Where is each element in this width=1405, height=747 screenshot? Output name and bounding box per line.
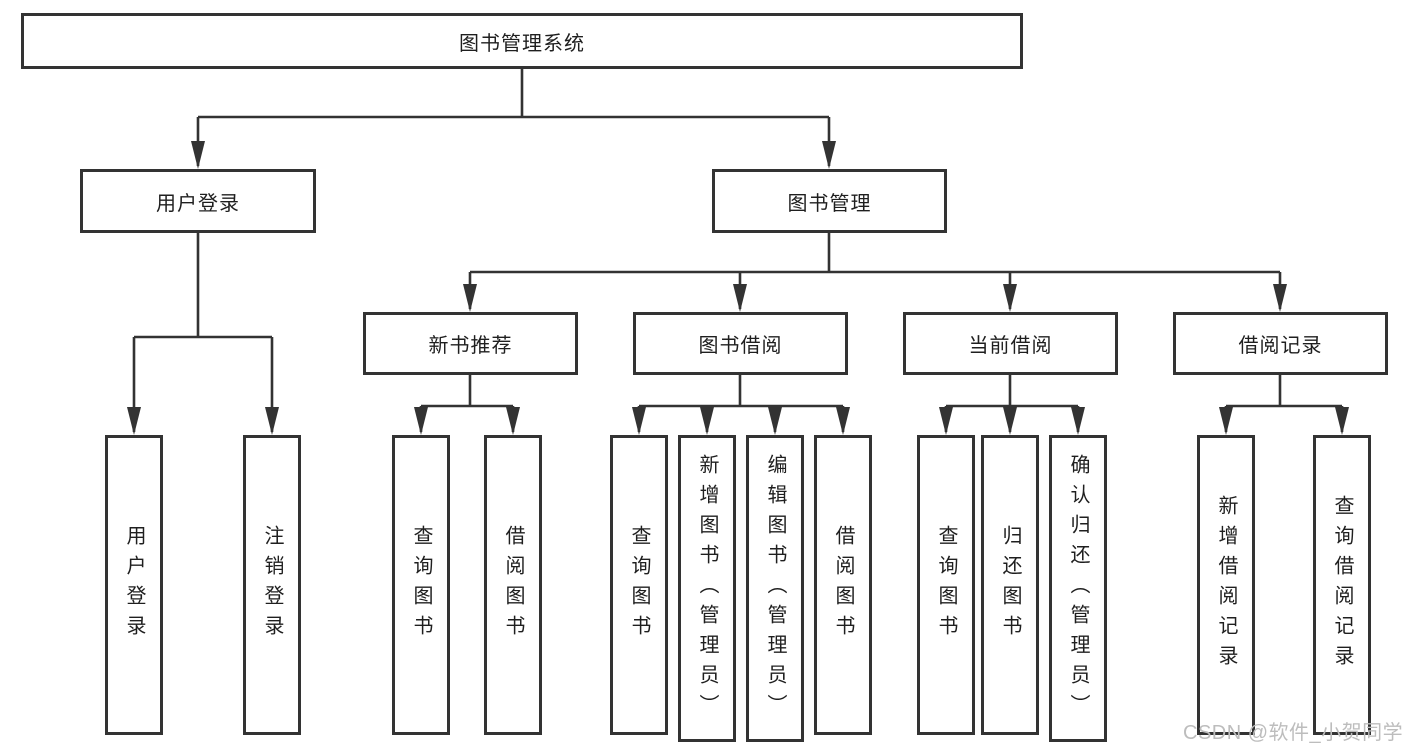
node-current-borrowing: 当前借阅 bbox=[903, 312, 1118, 375]
node-label: 查询图书 bbox=[628, 525, 650, 645]
arrowhead-icon bbox=[1003, 284, 1017, 312]
node-label: 查询借阅记录 bbox=[1331, 495, 1353, 675]
node-leaf-borrow-books-2: 借阅图书 bbox=[814, 435, 872, 735]
arrowhead-icon bbox=[127, 407, 141, 435]
arrowhead-icon bbox=[822, 141, 836, 169]
node-user-login: 用户登录 bbox=[80, 169, 316, 233]
arrowhead-icon bbox=[414, 407, 428, 435]
node-book-management: 图书管理 bbox=[712, 169, 947, 233]
arrowhead-icon bbox=[700, 407, 714, 435]
arrowhead-icon bbox=[463, 284, 477, 312]
node-label: 注销登录 bbox=[261, 525, 283, 645]
node-label: 编辑图书（管理员） bbox=[764, 453, 786, 724]
arrowhead-icon bbox=[939, 407, 953, 435]
node-borrowing-records: 借阅记录 bbox=[1173, 312, 1388, 375]
node-label: 新书推荐 bbox=[428, 335, 513, 357]
node-label: 归还图书 bbox=[999, 525, 1021, 645]
node-label: 图书管理 bbox=[787, 192, 872, 215]
node-label: 图书管理系统 bbox=[459, 32, 585, 55]
arrowhead-icon bbox=[1219, 407, 1233, 435]
arrowhead-icon bbox=[1003, 407, 1017, 435]
node-label: 确认归还（管理员） bbox=[1067, 453, 1089, 724]
node-label: 借阅图书 bbox=[832, 525, 854, 645]
node-book-borrowing: 图书借阅 bbox=[633, 312, 848, 375]
node-new-book-recommend: 新书推荐 bbox=[363, 312, 578, 375]
arrowhead-icon bbox=[768, 407, 782, 435]
arrowhead-icon bbox=[191, 141, 205, 169]
arrowhead-icon bbox=[1335, 407, 1349, 435]
node-leaf-borrow-books-1: 借阅图书 bbox=[484, 435, 542, 735]
node-label: 当前借阅 bbox=[968, 335, 1053, 357]
node-label: 查询图书 bbox=[935, 525, 957, 645]
node-label: 借阅记录 bbox=[1238, 335, 1323, 357]
node-leaf-query-books-2: 查询图书 bbox=[610, 435, 668, 735]
edge-user-login-to-leaves bbox=[132, 233, 274, 432]
edge-new-book-recommend-to-leaves bbox=[419, 375, 515, 432]
node-label: 用户登录 bbox=[123, 525, 145, 645]
arrowhead-icon bbox=[506, 407, 520, 435]
node-label: 查询图书 bbox=[410, 525, 432, 645]
arrowhead-icon bbox=[836, 407, 850, 435]
arrowheads bbox=[127, 141, 1349, 435]
node-label: 图书借阅 bbox=[698, 335, 783, 357]
edge-root-to-level2 bbox=[196, 69, 831, 166]
edge-book-management-to-level3 bbox=[468, 233, 1282, 309]
node-leaf-confirm-return-admin: 确认归还（管理员） bbox=[1049, 435, 1107, 742]
node-leaf-logout: 注销登录 bbox=[243, 435, 301, 735]
node-leaf-edit-books-admin: 编辑图书（管理员） bbox=[746, 435, 804, 742]
watermark-text: CSDN @软件_小贺同学 bbox=[1183, 722, 1404, 744]
arrowhead-icon bbox=[1071, 407, 1085, 435]
node-leaf-user-login: 用户登录 bbox=[105, 435, 163, 735]
arrowhead-icon bbox=[733, 284, 747, 312]
node-leaf-query-borrow-record: 查询借阅记录 bbox=[1313, 435, 1371, 735]
node-label: 新增图书（管理员） bbox=[696, 453, 718, 724]
node-label: 用户登录 bbox=[156, 192, 240, 215]
node-leaf-return-books: 归还图书 bbox=[981, 435, 1039, 735]
node-label: 借阅图书 bbox=[502, 525, 524, 645]
arrowhead-icon bbox=[1273, 284, 1287, 312]
edge-borrowing-records-to-leaves bbox=[1224, 375, 1344, 432]
arrowhead-icon bbox=[632, 407, 646, 435]
node-leaf-add-books-admin: 新增图书（管理员） bbox=[678, 435, 736, 742]
node-label: 新增借阅记录 bbox=[1215, 495, 1237, 675]
node-library-system: 图书管理系统 bbox=[21, 13, 1023, 69]
arrowhead-icon bbox=[265, 407, 279, 435]
node-leaf-query-books-1: 查询图书 bbox=[392, 435, 450, 735]
node-leaf-add-borrow-record: 新增借阅记录 bbox=[1197, 435, 1255, 735]
node-leaf-query-books-3: 查询图书 bbox=[917, 435, 975, 735]
edge-book-borrowing-to-leaves bbox=[637, 375, 845, 432]
